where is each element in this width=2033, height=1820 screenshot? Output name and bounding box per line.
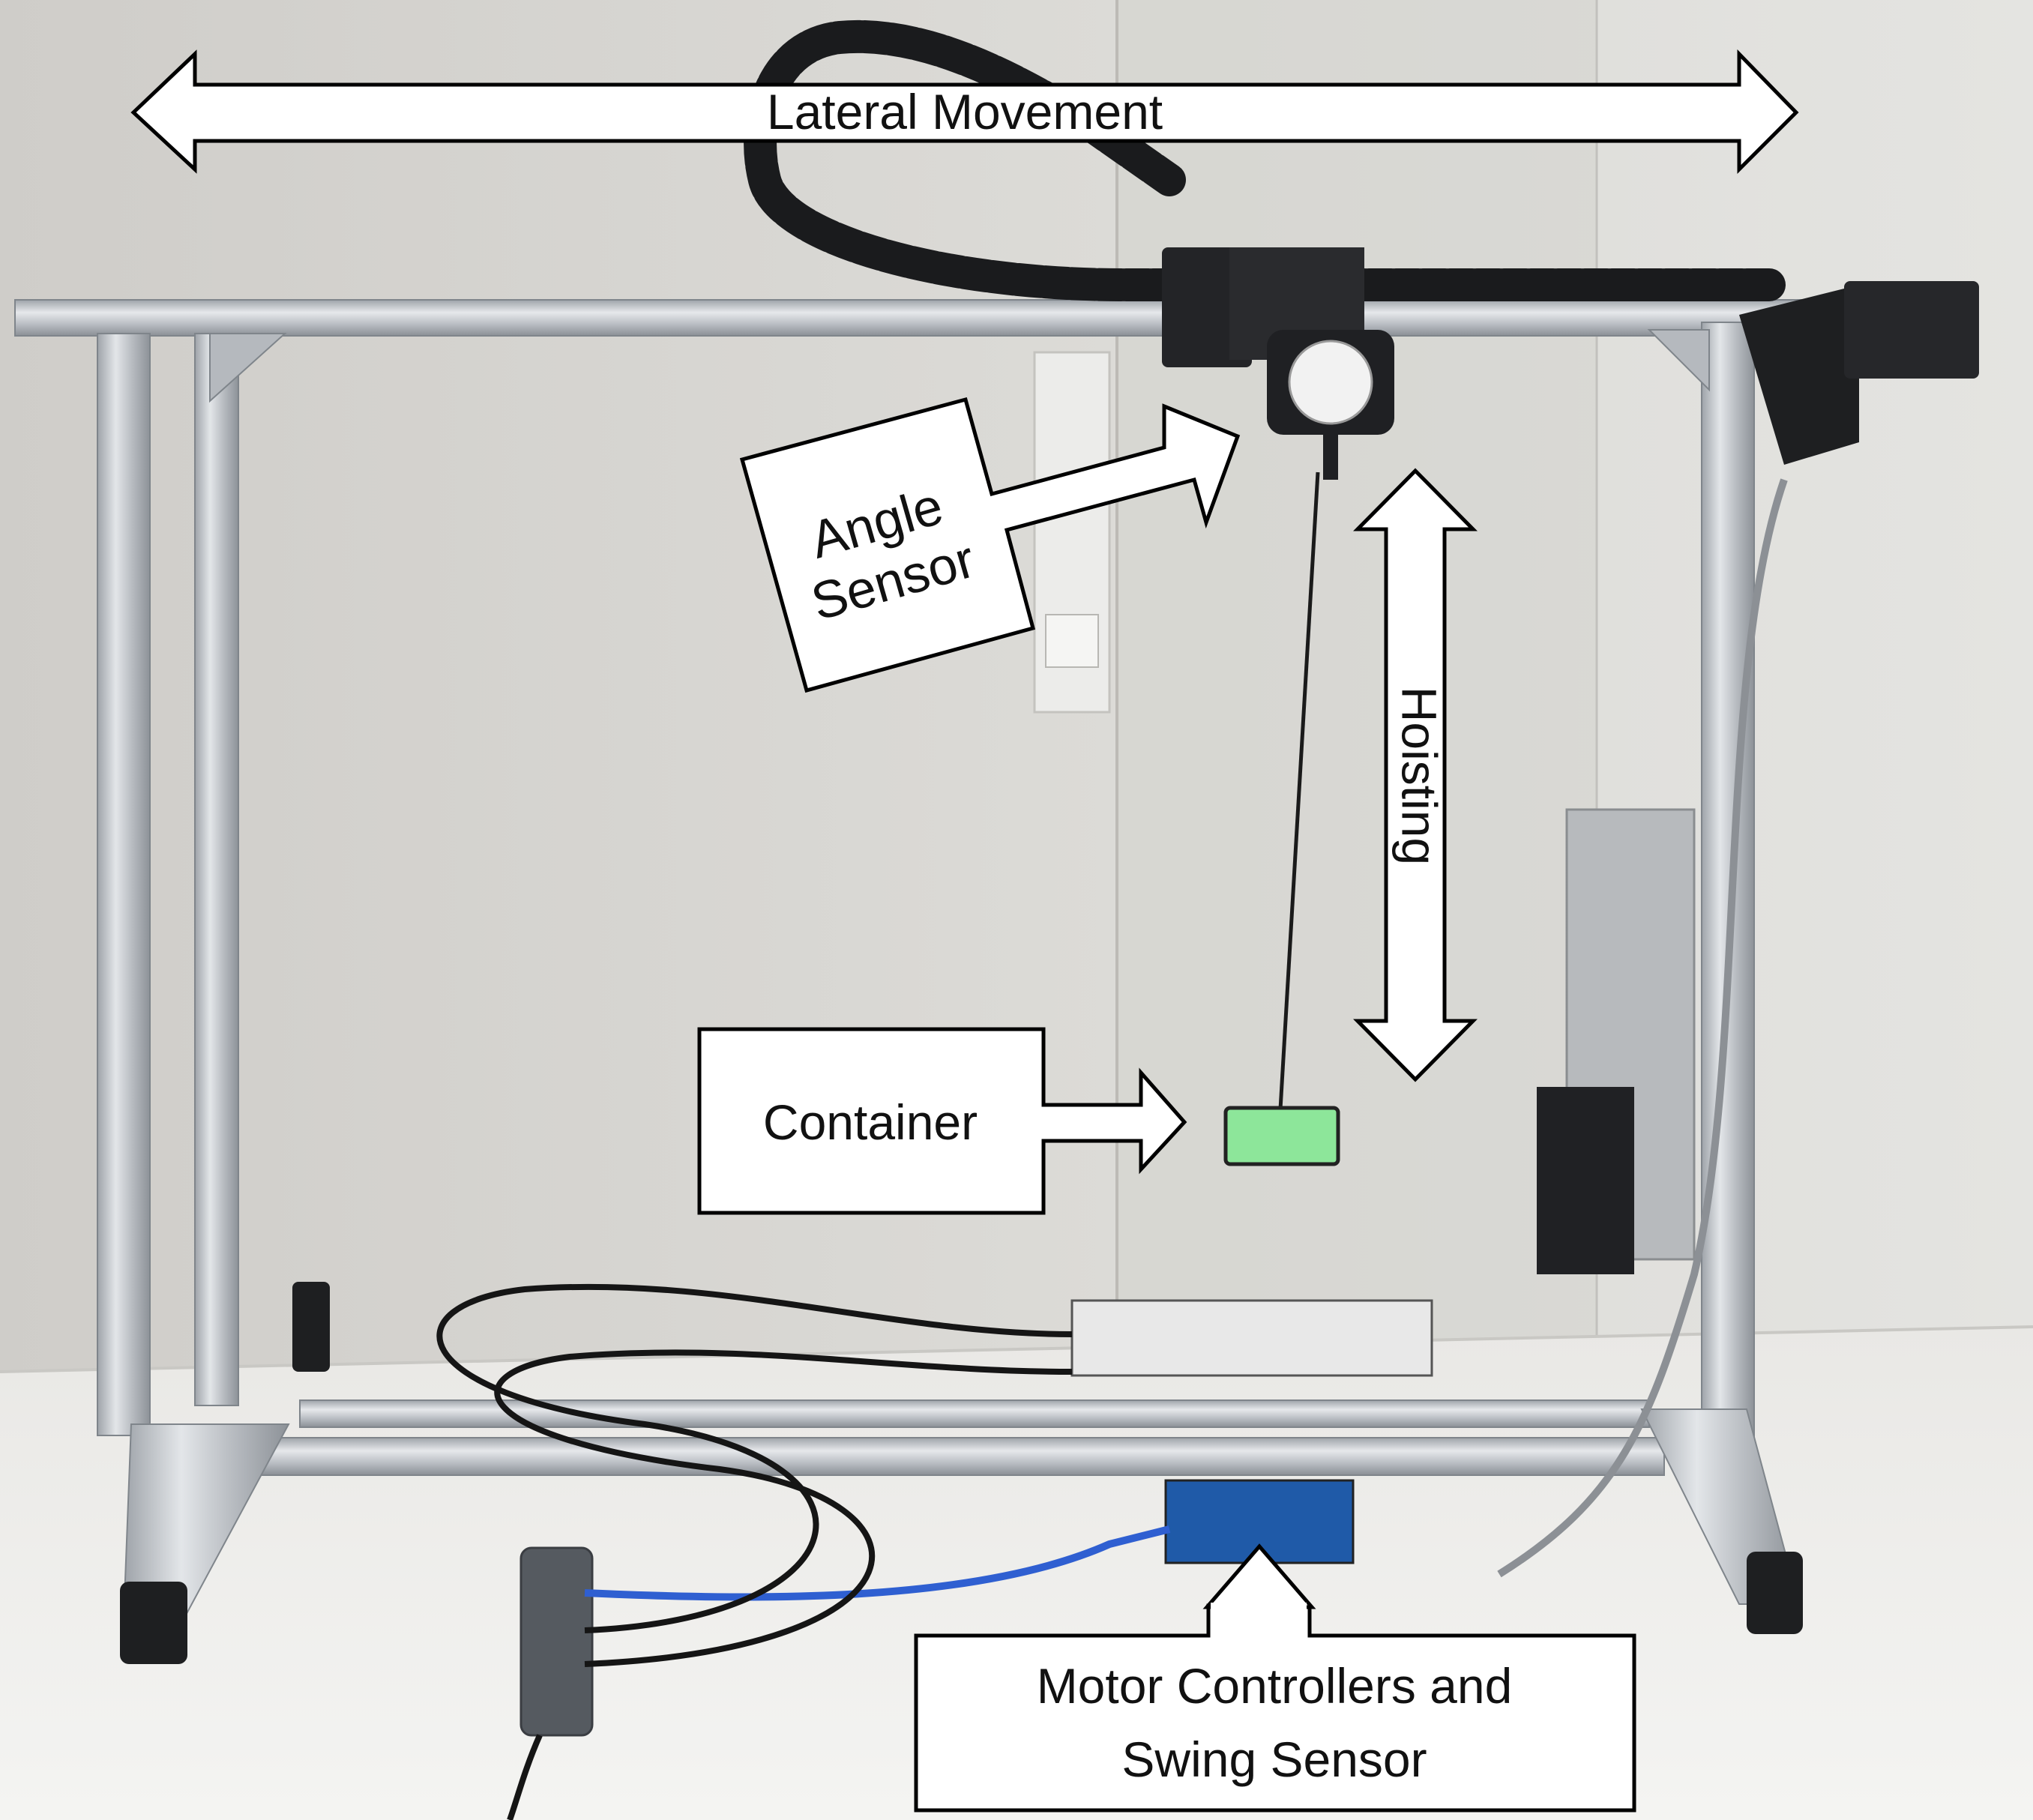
hoisting-arrow bbox=[1353, 468, 1478, 1082]
hoist-rope bbox=[1278, 471, 1320, 1110]
angle-sensor-dial bbox=[1288, 340, 1373, 425]
motor-controllers-annotation: Motor Controllers and Swing Sensor bbox=[914, 1543, 1636, 1813]
wall-socket bbox=[1045, 614, 1099, 668]
lateral-motor bbox=[1739, 281, 1979, 465]
crane-frame bbox=[14, 299, 1822, 1664]
left-foot-cap bbox=[120, 1582, 187, 1664]
left-post-front bbox=[97, 333, 151, 1436]
lateral-movement-arrow bbox=[130, 49, 1799, 175]
angle-sensor-annotation: Angle Sensor bbox=[739, 397, 1241, 693]
left-rear-cap bbox=[292, 1282, 330, 1372]
right-foot-cap bbox=[1747, 1552, 1803, 1634]
right-post bbox=[1701, 322, 1755, 1455]
hoisting-annotation: Hoisting bbox=[1353, 468, 1478, 1082]
lateral-movement-annotation: Lateral Movement bbox=[130, 49, 1799, 175]
hook-bracket bbox=[1323, 435, 1338, 480]
motor-controllers-arrow bbox=[914, 1603, 1636, 1813]
lateral-movement-label: Lateral Movement bbox=[767, 84, 1163, 139]
top-beam bbox=[14, 299, 1822, 337]
right-motor-bracket bbox=[1739, 285, 1859, 465]
container-arrow bbox=[697, 1027, 1187, 1215]
trolley-assembly bbox=[1162, 247, 1394, 480]
motor-controller-board bbox=[1070, 1299, 1433, 1377]
bottom-beam-front bbox=[247, 1437, 1665, 1476]
grey-cable-bundle bbox=[1497, 478, 1788, 1578]
wall-right-panel bbox=[1117, 0, 1597, 1372]
table-edge bbox=[0, 1325, 2033, 1373]
motor-controllers-label-line2: Swing Sensor bbox=[1121, 1732, 1427, 1787]
left-corner-bracket bbox=[209, 333, 287, 403]
container-label: Container bbox=[763, 1094, 978, 1150]
power-cable bbox=[507, 1734, 543, 1820]
left-post-back bbox=[194, 333, 239, 1406]
usb-cable-black-1 bbox=[436, 1283, 1073, 1633]
right-motor bbox=[1844, 281, 1979, 379]
hoisting-label: Hoisting bbox=[1392, 687, 1448, 865]
motor-controllers-label-line1: Motor Controllers and bbox=[1037, 1658, 1513, 1714]
power-bracket bbox=[1537, 1087, 1634, 1274]
container-annotation: Container bbox=[697, 1027, 1187, 1215]
right-corner-bracket bbox=[1647, 329, 1710, 392]
angle-sensor-arrow bbox=[739, 397, 1241, 693]
usb-cable-black-2 bbox=[494, 1349, 1073, 1667]
usb-hub bbox=[519, 1546, 594, 1737]
usb-cable-blue bbox=[584, 1525, 1171, 1601]
motor-controllers-arrow-patch bbox=[1211, 1603, 1307, 1640]
container bbox=[1223, 1106, 1340, 1166]
